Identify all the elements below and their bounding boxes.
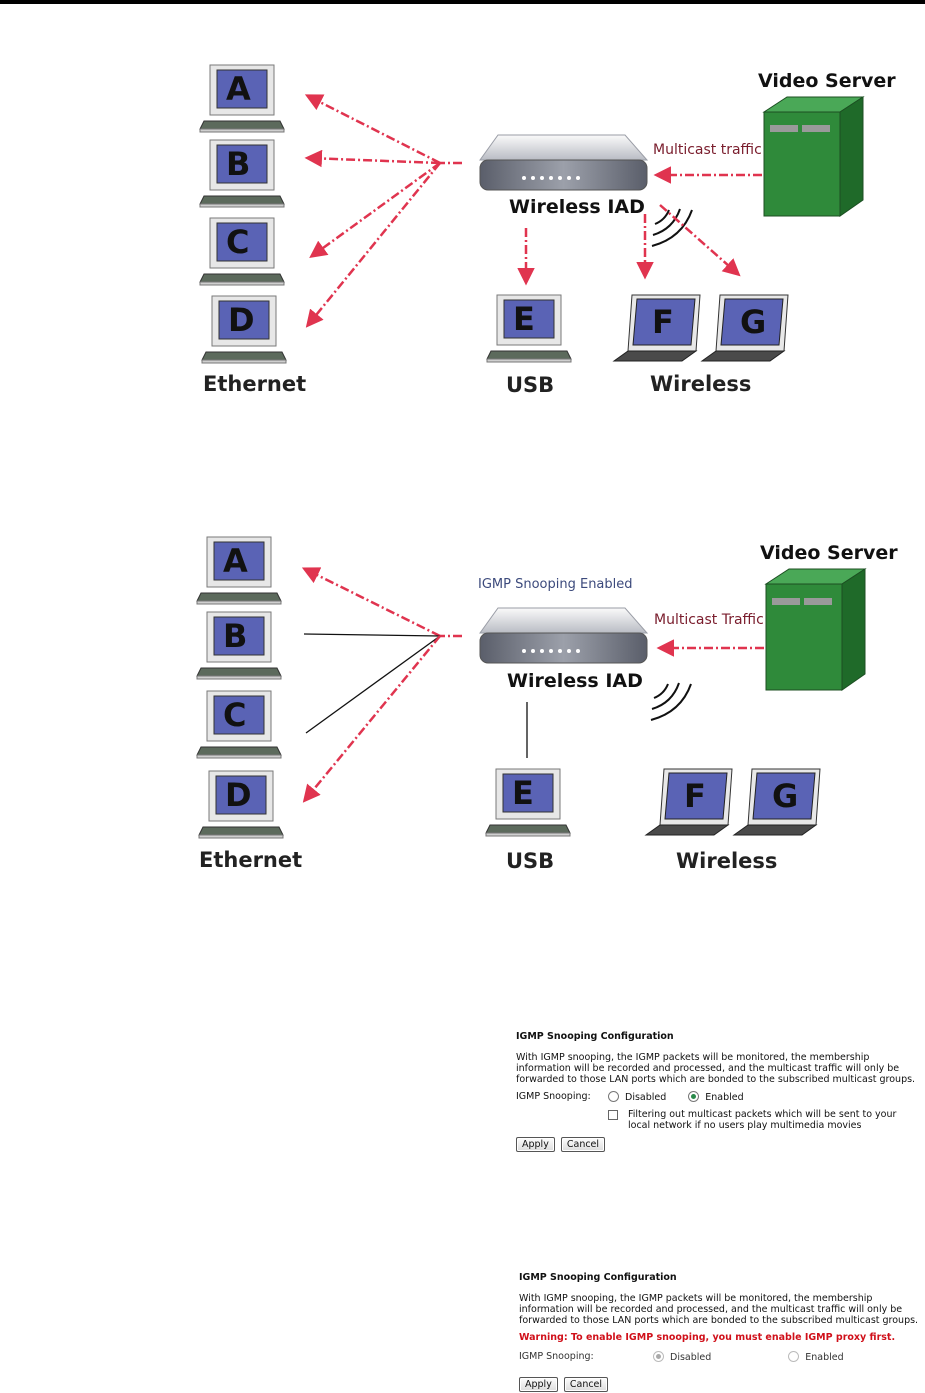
filter-label: Filtering out multicast packets which wi… — [628, 1109, 897, 1131]
multicast-traffic-label: Multicast traffic — [653, 142, 762, 158]
wireless-label-2: Wireless — [676, 849, 777, 873]
iad-label-2: Wireless IAD — [507, 670, 643, 692]
usb-label: USB — [506, 373, 554, 397]
radio-enabled-label: Enabled — [705, 1092, 744, 1103]
pc-b-2: B — [196, 611, 282, 680]
multicast-diagram-with-snooping: A B C D Ethernet IGMP Snooping Enabled W… — [196, 536, 898, 873]
igmp-snooping-enabled-label: IGMP Snooping Enabled — [478, 577, 633, 592]
pc-e-label: E — [513, 300, 535, 338]
config-title: IGMP Snooping Configuration — [516, 1031, 674, 1042]
pc-c-2-label: C — [223, 696, 246, 734]
pc-a-label: A — [226, 70, 251, 108]
pc-b-2-label: B — [223, 617, 247, 655]
pc-c-label: C — [226, 223, 249, 261]
laptop-g-2: G — [733, 768, 821, 836]
pc-a: A — [199, 64, 285, 133]
config-description-2: With IGMP snooping, the IGMP packets wil… — [519, 1293, 919, 1326]
pc-d-2-label: D — [225, 776, 252, 814]
radio-disabled-2-label: Disabled — [670, 1352, 712, 1363]
laptop-g-2-label: G — [772, 777, 798, 815]
radio-enabled-icon[interactable] — [688, 1091, 700, 1102]
radio-disabled-icon[interactable] — [608, 1091, 619, 1102]
laptop-f-2: F — [645, 768, 733, 836]
wireless-label: Wireless — [650, 372, 751, 396]
video-server-label: Video Server — [758, 70, 896, 92]
igmp-snooping-row: IGMP Snooping: Disabled Enabled — [516, 1091, 921, 1103]
wireless-signal-icon-2 — [650, 682, 692, 721]
video-server — [762, 96, 865, 217]
cancel-button[interactable]: Cancel — [560, 1137, 606, 1152]
pc-a-2: A — [196, 536, 282, 605]
pc-e: E — [486, 294, 572, 363]
ethernet-label: Ethernet — [203, 372, 306, 396]
cancel-button-2[interactable]: Cancel — [563, 1377, 609, 1392]
igmp-config-panel-warning: IGMP Snooping Configuration With IGMP sn… — [519, 1272, 924, 1392]
laptop-f-2-label: F — [684, 777, 706, 815]
pc-b: B — [199, 139, 285, 208]
laptop-f-label: F — [652, 303, 674, 341]
filter-row: Filtering out multicast packets which wi… — [516, 1109, 921, 1131]
pc-e-2-label: E — [512, 774, 534, 812]
radio-disabled[interactable]: Disabled — [608, 1091, 666, 1103]
radio-enabled-2[interactable]: Enabled — [788, 1351, 844, 1363]
igmp-snooping-label-2: IGMP Snooping: — [519, 1351, 594, 1362]
igmp-snooping-row-2: IGMP Snooping: Disabled Enabled — [519, 1351, 924, 1363]
laptop-f: F — [613, 294, 701, 362]
multicast-arrows-ethernet-2 — [301, 567, 462, 803]
video-server-label-2: Video Server — [760, 542, 898, 564]
radio-disabled-2-icon[interactable] — [653, 1351, 664, 1362]
igmp-snooping-label: IGMP Snooping: — [516, 1091, 591, 1102]
apply-button-2[interactable]: Apply — [519, 1377, 558, 1392]
button-row: Apply Cancel — [516, 1137, 921, 1152]
pc-a-2-label: A — [223, 542, 248, 580]
iad-to-laptop-g-arrow — [659, 204, 741, 277]
radio-disabled-label: Disabled — [625, 1092, 667, 1103]
pc-c: C — [199, 217, 285, 286]
pc-d-label: D — [228, 301, 255, 339]
config-title-2: IGMP Snooping Configuration — [519, 1272, 677, 1283]
wireless-iad-router-2 — [479, 607, 649, 664]
pc-d-2: D — [198, 770, 284, 839]
multicast-traffic-label-2: Multicast Traffic — [654, 612, 764, 628]
pc-e-2: E — [485, 768, 571, 837]
pc-b-label: B — [226, 145, 250, 183]
warning-message: Warning: To enable IGMP snooping, you mu… — [519, 1332, 896, 1343]
wireless-signal-icon — [651, 208, 693, 247]
multicast-arrows-ethernet — [304, 94, 462, 328]
ethernet-label-2: Ethernet — [199, 848, 302, 872]
radio-enabled-2-label: Enabled — [805, 1352, 844, 1363]
multicast-diagram-without-snooping: A B C D Ethernet Wireless IAD Video Serv… — [199, 64, 896, 397]
video-server-2 — [764, 568, 867, 691]
radio-enabled[interactable]: Enabled — [688, 1091, 744, 1103]
radio-enabled-2-icon[interactable] — [788, 1351, 800, 1362]
pc-d: D — [201, 295, 287, 364]
wireless-iad-router — [479, 134, 649, 191]
laptop-g-label: G — [740, 303, 766, 341]
page-top-rule — [0, 0, 925, 4]
filter-checkbox[interactable] — [608, 1110, 618, 1120]
radio-disabled-2[interactable]: Disabled — [653, 1351, 711, 1363]
igmp-config-panel-enabled: IGMP Snooping Configuration With IGMP sn… — [516, 1031, 921, 1152]
button-row-2: Apply Cancel — [519, 1377, 924, 1392]
iad-label: Wireless IAD — [509, 196, 645, 218]
config-description: With IGMP snooping, the IGMP packets wil… — [516, 1052, 916, 1085]
pc-c-2: C — [196, 690, 282, 759]
laptop-g: G — [701, 294, 789, 362]
apply-button[interactable]: Apply — [516, 1137, 555, 1152]
usb-label-2: USB — [506, 849, 554, 873]
